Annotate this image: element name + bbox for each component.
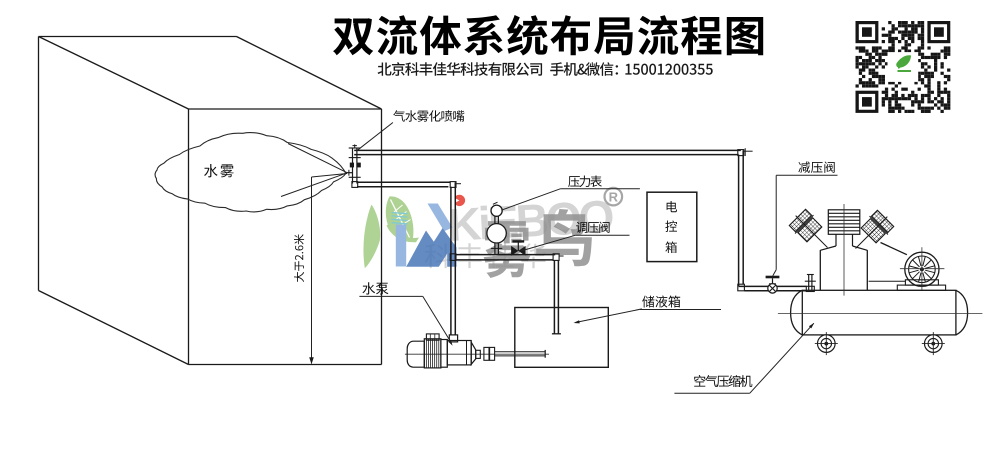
svg-text:R: R: [609, 190, 619, 205]
